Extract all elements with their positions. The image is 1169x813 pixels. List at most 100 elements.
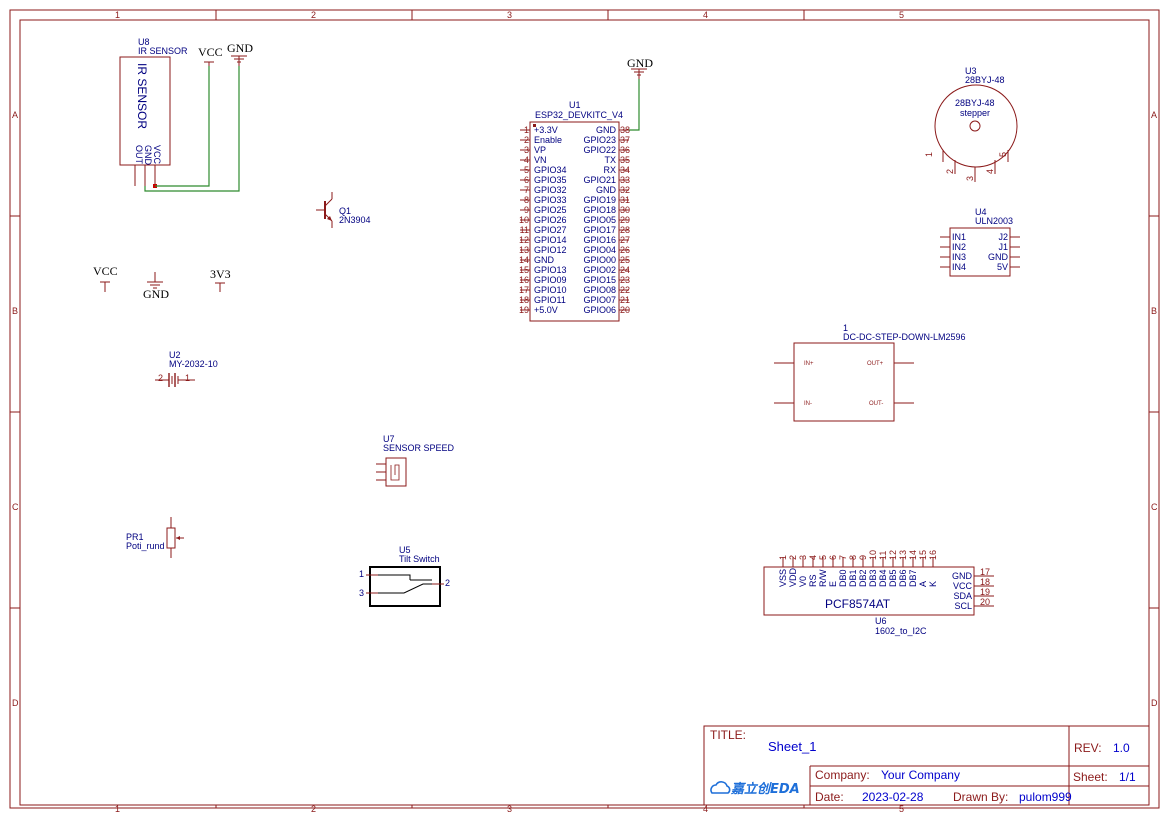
u1-pin-number: 34 (620, 165, 630, 175)
u1-pin-name: TX (604, 155, 616, 165)
u1-pin-name: GPIO05 (583, 215, 616, 225)
u6-pin-name: DB1 (848, 569, 858, 587)
u2-battery[interactable]: U2 MY-2032-10 2 1 (155, 350, 218, 387)
u4-pin-name: IN4 (952, 262, 966, 272)
u1-pin-name: GPIO11 (534, 295, 566, 305)
u6-pin-number: 6 (828, 555, 838, 560)
u2-pin-2: 2 (158, 373, 163, 383)
u4-pin-name: IN3 (952, 252, 966, 262)
u1-pin-name: GPIO26 (534, 215, 567, 225)
u1-pin-name: GPIO14 (534, 235, 567, 245)
u5-ref: U5 (399, 545, 411, 555)
u1-pin-name: GPIO23 (583, 135, 616, 145)
u1-pin-name: GPIO10 (534, 285, 567, 295)
tb-company-value: Your Company (881, 768, 960, 782)
u1-pin-number: 23 (620, 275, 630, 285)
u1-pin-number: 9 (524, 205, 529, 215)
zone-row-left: A (12, 110, 18, 120)
wire-u8-vcc (155, 66, 210, 187)
u6-pin-number: 7 (838, 555, 848, 560)
u1-pin-name: +5.0V (534, 305, 558, 315)
u8-ir-sensor[interactable]: U8 IR SENSOR IR SENSOR OUT GND VCC (119, 37, 188, 188)
u6-pin-name: SDA (953, 591, 972, 601)
u6-pin-name: R/W (818, 569, 828, 587)
u6-top-pins: 1VSS2VDD3V04RS5R/W6E7DB08DB19DB210DB311D… (778, 550, 938, 587)
u3-body-line2: stepper (960, 108, 990, 118)
u3-pin-4: 4 (985, 169, 995, 174)
zone-col-top: 1 (115, 10, 120, 20)
u6-pin-number: 11 (878, 551, 888, 560)
u6-pin-number: 18 (980, 577, 990, 587)
u4-pin-name: IN2 (952, 242, 966, 252)
u7-value: SENSOR SPEED (383, 443, 455, 453)
gnd-label-u1: GND (627, 56, 653, 70)
u6-body-text: PCF8574AT (825, 597, 891, 611)
tb-sheet-key: Sheet: (1073, 770, 1108, 784)
u6-1602-i2c[interactable]: PCF8574AT U6 1602_to_I2C 1VSS2VDD3V04RS5… (763, 550, 994, 636)
u3-pin-3: 3 (965, 176, 975, 181)
u1-pin-number: 24 (620, 265, 630, 275)
tb-drawn-value: pulom999 (1019, 790, 1072, 804)
u6-value: 1602_to_I2C (875, 626, 927, 636)
u1-pin-number: 28 (620, 225, 630, 235)
u1-pin-number: 20 (620, 305, 630, 315)
u6-pin-number: 1 (778, 555, 788, 560)
tb-title-key: TITLE: (710, 728, 746, 742)
u6-pin-number: 2 (788, 555, 798, 560)
u3-stepper[interactable]: U3 28BYJ-48 28BYJ-48 stepper 1 2 3 4 5 (924, 66, 1018, 182)
3v3-label: 3V3 (210, 267, 231, 281)
zone-row-right: A (1151, 110, 1157, 120)
u1-pin-name: GPIO08 (583, 285, 616, 295)
u8-ref: U8 (138, 37, 150, 47)
u6-pin-name: V0 (798, 576, 808, 587)
pr1-potentiometer[interactable]: PR1 Poti_rund (126, 517, 184, 558)
u4-pin-name: J2 (998, 232, 1008, 242)
u6-pin-name: DB3 (868, 569, 878, 587)
q1-transistor[interactable]: Q1 2N3904 (316, 192, 371, 228)
u5-tilt-switch[interactable]: U5 Tilt Switch 1 3 2 (359, 545, 450, 607)
u1-pin-name: GPIO13 (534, 265, 567, 275)
pr1-value: Poti_rund (126, 541, 165, 551)
u6-pin-number: 14 (908, 550, 918, 560)
dcdc-pin-in-minus: IN- (804, 401, 812, 407)
vcc-symbol: VCC (93, 264, 118, 292)
u6-pin-name: K (928, 581, 938, 587)
u1-pin-number: 7 (524, 185, 529, 195)
title-block: TITLE: Sheet_1 REV: 1.0 Company: Your Co… (703, 725, 1150, 806)
u1-pin-name: GPIO02 (583, 265, 616, 275)
u7-speed-sensor[interactable]: U7 SENSOR SPEED (376, 434, 455, 487)
zone-row-right: C (1151, 502, 1158, 512)
vcc-label: VCC (198, 45, 223, 59)
u4-pin-name: J1 (998, 242, 1008, 252)
u1-pin-number: 30 (620, 205, 630, 215)
u3-ref: U3 (965, 66, 977, 76)
u4-ref: U4 (975, 207, 987, 217)
u1-pin-number: 35 (620, 155, 630, 165)
u1-pin-number: 29 (620, 215, 630, 225)
u1-pin-name: GPIO32 (534, 185, 567, 195)
u1-pin-name: GPIO16 (583, 235, 616, 245)
u1-pin-name: RX (603, 165, 616, 175)
cloud-logo-icon (710, 781, 731, 794)
u1-pin-number: 31 (620, 195, 630, 205)
zone-row-right: B (1151, 306, 1157, 316)
u6-pin-number: 12 (888, 550, 898, 560)
zone-col-bottom: 3 (507, 804, 512, 813)
u6-pin-number: 4 (808, 555, 818, 560)
q1-value: 2N3904 (339, 215, 371, 225)
u6-pin-name: GND (952, 571, 973, 581)
u1-pin-number: 8 (524, 195, 529, 205)
zone-row-right: D (1151, 698, 1158, 708)
zone-col-bottom: 1 (115, 804, 120, 813)
u1-pin-number: 15 (519, 265, 529, 275)
u6-pin-number: 8 (848, 555, 858, 560)
vcc-symbol-u8: VCC (198, 45, 223, 66)
u1-pin-number: 38 (620, 125, 630, 135)
dcdc-lm2596[interactable]: 1 DC-DC-STEP-DOWN-LM2596 IN+ OUT+ IN- OU… (774, 323, 966, 422)
u1-right-pins: 38GND37GPIO2336GPIO2235TX34RX33GPIO2132G… (583, 125, 630, 315)
